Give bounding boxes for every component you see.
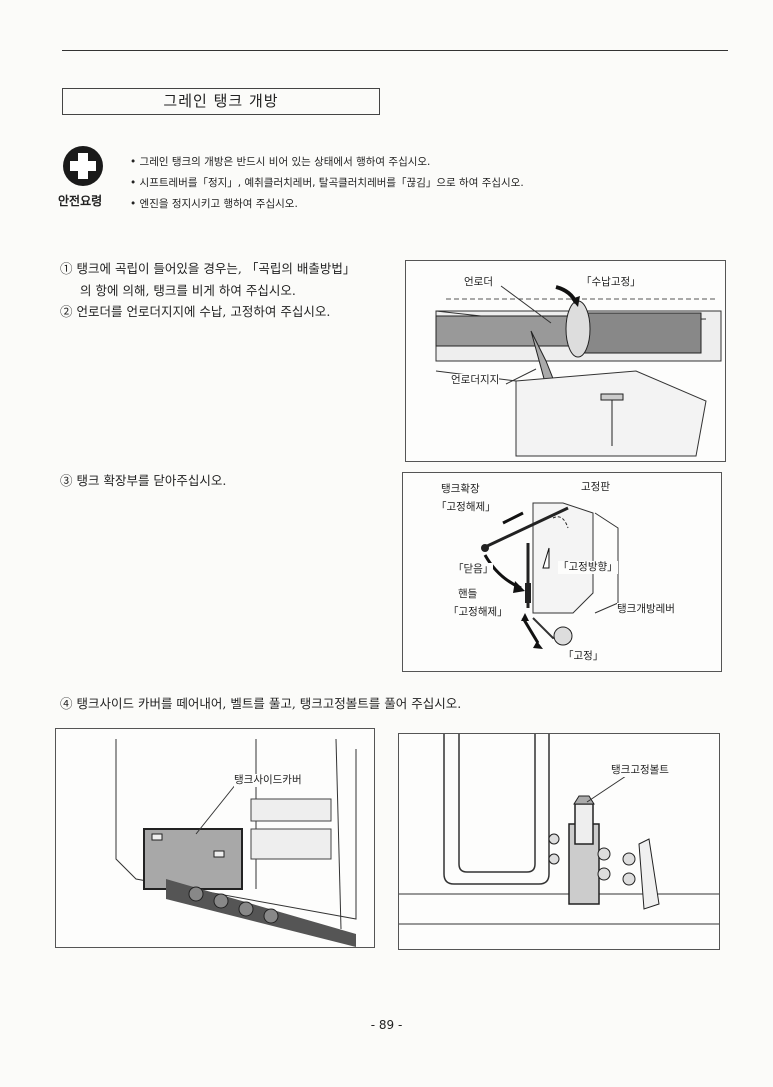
step-2: ② 언로더를 언로더지지에 수납, 고정하여 주십시오. <box>60 304 331 319</box>
figure-side-cover: 탱크사이드카버 <box>55 728 375 948</box>
figure-unloader: 언로더 「수납고정」 언로더지지 <box>405 260 726 462</box>
header-rule <box>62 50 728 51</box>
step-3: ③ 탱크 확장부를 닫아주십시오. <box>60 473 227 488</box>
label-unloader-support: 언로더지지 <box>451 374 500 387</box>
label-side-cover: 탱크사이드카버 <box>234 774 302 787</box>
label-stow-fix: 「수납고정」 <box>581 276 641 289</box>
step-1-line-2: 의 항에 의해, 탱크를 비게 하여 주십시오. <box>80 283 296 298</box>
label-unloader: 언로더 <box>464 276 493 289</box>
section-title: 그레인 탱크 개방 <box>62 88 380 115</box>
safety-bullet: • 엔진을 정지시키고 행하여 주십시오. <box>130 198 298 210</box>
label-fix-direction: 「고정방향」 <box>558 561 618 574</box>
label-close: 「닫음」 <box>453 563 494 576</box>
label-tank-extension: 탱크확장 <box>441 483 480 496</box>
figure-tank-extension: 탱크확장 「고정해제」 고정판 「닫음」 「고정방향」 핸들 「고정해제」 탱크… <box>402 472 722 672</box>
label-release-1: 「고정해제」 <box>436 501 496 514</box>
page-number: - 89 - <box>370 1018 403 1032</box>
step-4: ④ 탱크사이드 카버를 떼어내어, 벨트를 풀고, 탱크고정볼트를 풀어 주십시… <box>60 696 462 711</box>
label-fix-bolt: 탱크고정볼트 <box>611 764 669 777</box>
safety-bullet: • 그레인 탱크의 개방은 반드시 비어 있는 상태에서 행하여 주십시오. <box>130 156 431 168</box>
figure-fix-bolt: 탱크고정볼트 <box>398 733 720 950</box>
label-fix: 「고정」 <box>563 650 604 663</box>
label-tank-open-lever: 탱크개방레버 <box>617 603 675 616</box>
safety-bullets: • 그레인 탱크의 개방은 반드시 비어 있는 상태에서 행하여 주십시오. •… <box>130 152 524 215</box>
safety-label: 안전요령 <box>58 194 103 208</box>
label-release-2: 「고정해제」 <box>448 606 508 619</box>
step-1-line-1: ① 탱크에 곡립이 들어있을 경우는, 「곡립의 배출방법」 <box>60 261 356 276</box>
safety-bullet: • 시프트레버를「정지」, 예취클러치레버, 탈곡클러치레버를「끊김」으로 하여… <box>130 177 524 189</box>
label-fix-plate: 고정판 <box>581 481 610 494</box>
safety-cross-icon <box>62 145 104 187</box>
label-handle: 핸들 <box>458 588 478 601</box>
